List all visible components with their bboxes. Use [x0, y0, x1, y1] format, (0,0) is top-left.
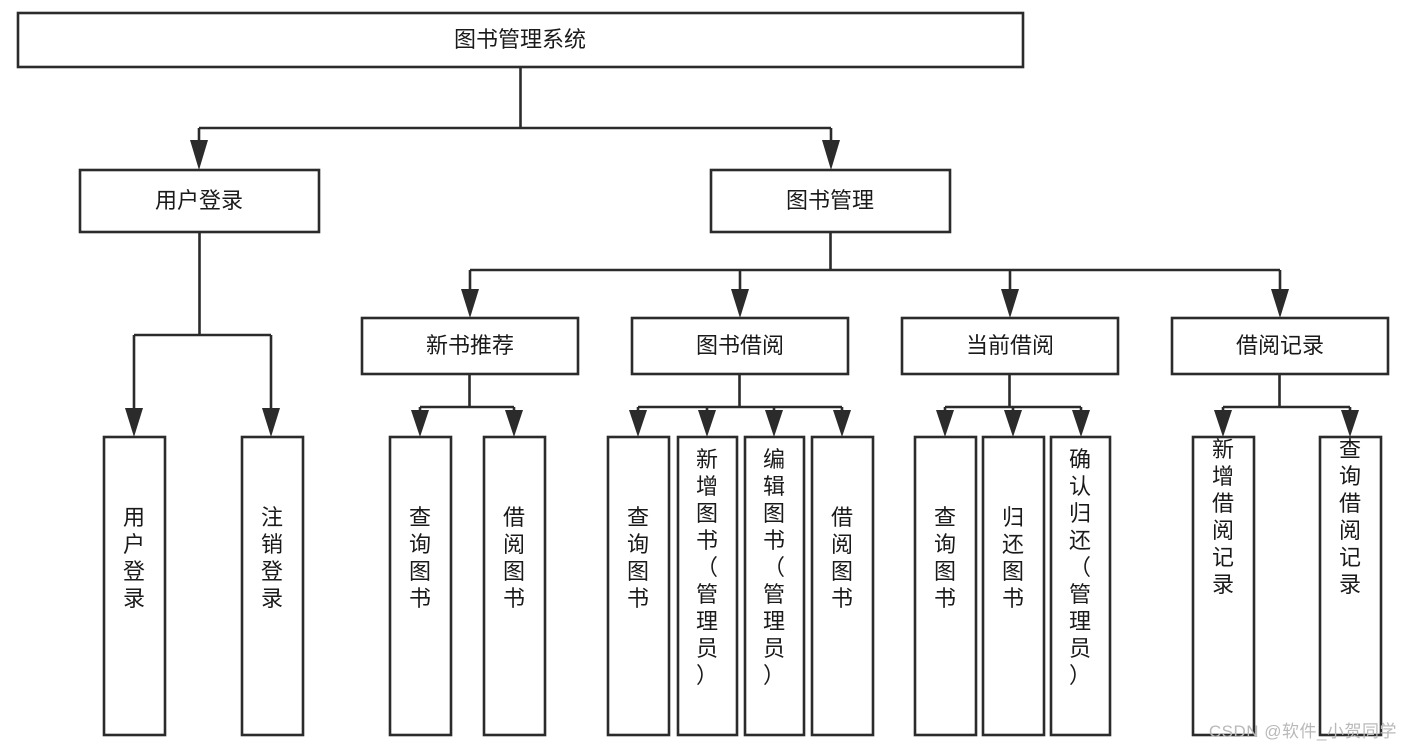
node-book-borrow-label: 图书借阅	[696, 333, 784, 358]
node-leaf-borrow-book-2-label: 借阅图书	[831, 505, 853, 611]
node-leaf-query-book-2-label: 查询图书	[627, 505, 649, 611]
connector-group-borrow-record	[1214, 374, 1359, 437]
connector-group-user-login	[125, 232, 280, 437]
node-leaf-confirm-return[interactable]: 确认归还（管理员）	[1049, 435, 1112, 737]
node-leaf-borrow-book-2[interactable]: 借阅图书	[810, 435, 875, 737]
node-current-borrow[interactable]: 当前借阅	[900, 316, 1120, 376]
node-leaf-logout-box[interactable]	[240, 435, 305, 737]
arrow-head-leaf-query-book-3	[936, 410, 954, 437]
node-leaf-confirm-return-label: 确认归还（管理员）	[1069, 447, 1091, 688]
connector-group-root	[190, 67, 840, 170]
connector-group-current-borrow	[936, 374, 1090, 437]
connector-group-new-book-recommend	[411, 374, 523, 437]
node-leaf-borrow-book-1-box[interactable]	[482, 435, 547, 737]
node-leaf-query-book-1-box[interactable]	[388, 435, 453, 737]
node-leaf-query-record[interactable]: 查询借阅记录	[1318, 435, 1383, 737]
arrow-head-leaf-query-record	[1341, 410, 1359, 437]
node-leaf-user-login-box[interactable]	[102, 435, 167, 737]
node-leaf-edit-book-label: 编辑图书（管理员）	[763, 447, 785, 688]
node-book-manage-box[interactable]	[709, 168, 952, 234]
arrow-head-borrow-record	[1271, 289, 1289, 318]
node-root-label: 图书管理系统	[454, 27, 586, 52]
arrow-head-leaf-add-record	[1214, 410, 1232, 437]
node-leaf-return-book-box[interactable]	[981, 435, 1046, 737]
arrow-head-new-book-recommend	[461, 289, 479, 318]
node-leaf-add-book-label: 新增图书（管理员）	[696, 447, 718, 688]
node-leaf-logout[interactable]: 注销登录	[240, 435, 305, 737]
node-leaf-logout-label: 注销登录	[261, 505, 283, 611]
node-leaf-borrow-book-2-box[interactable]	[810, 435, 875, 737]
node-leaf-borrow-book-1[interactable]: 借阅图书	[482, 435, 547, 737]
node-leaf-query-book-2-box[interactable]	[606, 435, 671, 737]
node-borrow-record-label: 借阅记录	[1236, 333, 1324, 358]
node-leaf-return-book-label: 归还图书	[1002, 505, 1024, 611]
node-root[interactable]: 图书管理系统	[16, 11, 1025, 69]
node-leaf-edit-book[interactable]: 编辑图书（管理员）	[743, 435, 806, 737]
arrow-head-leaf-return-book	[1004, 410, 1022, 437]
node-leaf-query-record-box[interactable]	[1318, 435, 1383, 737]
node-leaf-user-login-label: 用户登录	[123, 505, 145, 611]
node-user-login[interactable]: 用户登录	[78, 168, 321, 234]
node-new-book-recommend-label: 新书推荐	[426, 333, 514, 358]
node-new-book-recommend-box[interactable]	[360, 316, 580, 376]
arrow-head-leaf-query-book-2	[629, 410, 647, 437]
node-leaf-query-book-1-label: 查询图书	[409, 505, 431, 611]
arrow-head-leaf-add-book	[698, 410, 716, 437]
node-leaf-add-book-box[interactable]	[676, 435, 739, 737]
node-leaf-query-book-2[interactable]: 查询图书	[606, 435, 671, 737]
connector-group-book-borrow	[629, 374, 851, 437]
node-book-borrow[interactable]: 图书借阅	[630, 316, 850, 376]
arrow-head-book-borrow	[731, 289, 749, 318]
connector-group-book-manage	[461, 232, 1289, 318]
node-leaf-query-record-label: 查询借阅记录	[1339, 437, 1361, 597]
node-leaf-query-book-3[interactable]: 查询图书	[913, 435, 978, 737]
node-leaf-query-book-3-label: 查询图书	[934, 505, 956, 611]
node-leaf-add-book[interactable]: 新增图书（管理员）	[676, 435, 739, 737]
node-borrow-record[interactable]: 借阅记录	[1170, 316, 1390, 376]
arrow-head-leaf-logout	[262, 408, 280, 437]
node-user-login-box[interactable]	[78, 168, 321, 234]
arrow-head-leaf-borrow-book-1	[505, 410, 523, 437]
node-leaf-confirm-return-box[interactable]	[1049, 435, 1112, 737]
arrow-head-leaf-query-book-1	[411, 410, 429, 437]
node-new-book-recommend[interactable]: 新书推荐	[360, 316, 580, 376]
node-leaf-query-book-3-box[interactable]	[913, 435, 978, 737]
node-borrow-record-box[interactable]	[1170, 316, 1390, 376]
node-leaf-query-book-1[interactable]: 查询图书	[388, 435, 453, 737]
arrow-head-current-borrow	[1001, 289, 1019, 318]
node-book-manage-label: 图书管理	[786, 188, 874, 213]
arrow-head-user-login	[190, 140, 208, 170]
node-leaf-add-record-label: 新增借阅记录	[1212, 437, 1234, 597]
node-current-borrow-label: 当前借阅	[966, 333, 1054, 358]
arrow-head-leaf-user-login	[125, 408, 143, 437]
node-book-borrow-box[interactable]	[630, 316, 850, 376]
arrow-head-leaf-confirm-return	[1072, 410, 1090, 437]
node-leaf-add-record[interactable]: 新增借阅记录	[1191, 435, 1256, 737]
node-leaf-user-login[interactable]: 用户登录	[102, 435, 167, 737]
node-user-login-label: 用户登录	[155, 188, 243, 213]
node-leaf-edit-book-box[interactable]	[743, 435, 806, 737]
node-leaf-borrow-book-1-label: 借阅图书	[503, 505, 525, 611]
arrow-head-leaf-edit-book	[765, 410, 783, 437]
node-leaf-add-record-box[interactable]	[1191, 435, 1256, 737]
node-leaf-return-book[interactable]: 归还图书	[981, 435, 1046, 737]
node-current-borrow-box[interactable]	[900, 316, 1120, 376]
node-root-box[interactable]	[16, 11, 1025, 69]
arrow-head-book-manage	[822, 140, 840, 170]
arrow-head-leaf-borrow-book-2	[833, 410, 851, 437]
node-book-manage[interactable]: 图书管理	[709, 168, 952, 234]
